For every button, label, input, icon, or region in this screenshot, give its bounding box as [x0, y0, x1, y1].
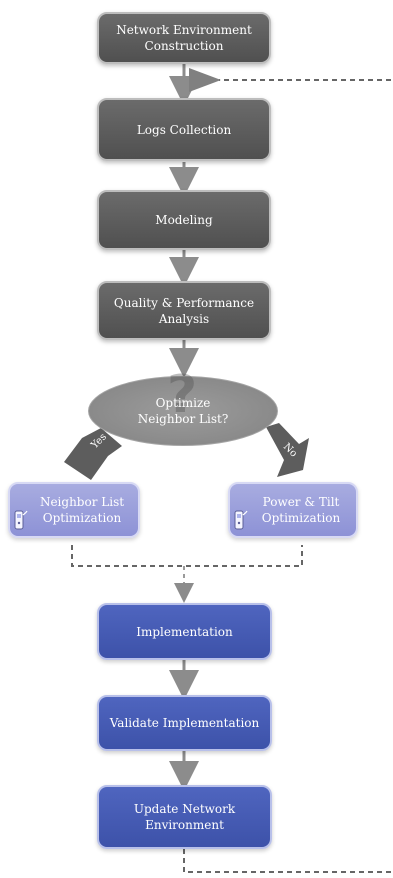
- validate-implementation-box: Validate Implementation: [97, 695, 272, 751]
- optimize-neighbor-list-decision: ? Optimize Neighbor List?: [88, 369, 278, 446]
- logs-collection-label: Logs Collection: [136, 122, 232, 137]
- modeling-box: Modeling: [97, 190, 271, 250]
- quality-performance-analysis-label: Quality & Performance Analysis: [113, 295, 255, 326]
- implementation-box: Implementation: [97, 603, 272, 660]
- yes-branch-arrow: [64, 428, 122, 480]
- neighbor-list-optimization-box: Neighbor List Optimization: [8, 482, 140, 538]
- update-network-environment-label: Update Network Environment: [133, 802, 236, 832]
- network-environment-construction-label: Network Environment Construction: [116, 23, 252, 53]
- power-tilt-optimization-label: Power & Tilt Optimization: [261, 495, 341, 525]
- power-tilt-optimization-box: Power & Tilt Optimization: [228, 482, 358, 538]
- logs-collection-box: Logs Collection: [97, 98, 271, 161]
- validate-implementation-label: Validate Implementation: [109, 716, 260, 730]
- neighbor-list-optimization-label: Neighbor List Optimization: [39, 495, 125, 525]
- feedback-dashed-bottom: [183, 849, 391, 873]
- optimization-merge-dashed-line: [71, 545, 303, 567]
- implementation-label: Implementation: [136, 624, 233, 639]
- optimize-neighbor-list-label: Optimize Neighbor List?: [137, 396, 229, 426]
- update-network-environment-box: Update Network Environment: [97, 785, 272, 849]
- modeling-label: Modeling: [155, 213, 213, 227]
- quality-performance-analysis-box: Quality & Performance Analysis: [97, 281, 271, 340]
- network-environment-construction-box: Network Environment Construction: [97, 12, 271, 64]
- no-branch-arrow: [266, 423, 309, 477]
